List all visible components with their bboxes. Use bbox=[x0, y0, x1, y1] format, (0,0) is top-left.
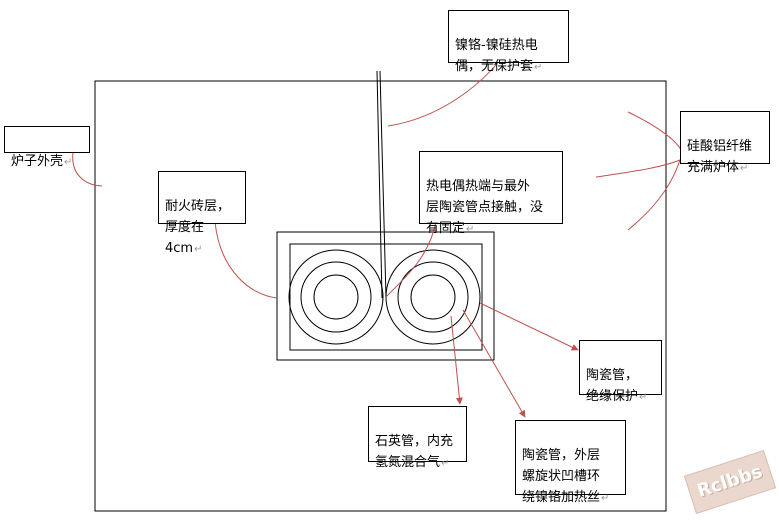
paragraph-mark: ↵ bbox=[534, 62, 543, 73]
label-quartz-tube-text: 石英管，内充 氢氮混合气 bbox=[375, 434, 454, 470]
paragraph-mark: ↵ bbox=[194, 244, 203, 255]
paragraph-mark: ↵ bbox=[466, 224, 475, 235]
paragraph-mark: ↵ bbox=[64, 157, 73, 168]
right-outer-ceramic-tube bbox=[385, 249, 481, 345]
thermocouple-wire-right bbox=[379, 70, 387, 299]
left-outer-ceramic-tube bbox=[288, 249, 384, 345]
inner-chamber-outline bbox=[289, 243, 483, 351]
label-furnace-shell: 炉子外壳↵ bbox=[4, 126, 90, 169]
paragraph-mark: ↵ bbox=[639, 392, 648, 403]
leader-hot-junction bbox=[385, 221, 437, 298]
label-furnace-shell-text: 炉子外壳 bbox=[11, 154, 64, 169]
leader-insulation-lower bbox=[627, 159, 681, 231]
paragraph-mark: ↵ bbox=[740, 163, 749, 174]
firebrick-layer-outline bbox=[276, 231, 495, 361]
thermocouple-wire-left bbox=[376, 70, 383, 299]
right-middle-ceramic-tube bbox=[397, 261, 469, 333]
label-ceramic-tube-heater-text: 陶瓷管，外层 螺旋状凹槽环 绕镍铬加热丝 bbox=[522, 448, 601, 505]
left-quartz-tube bbox=[313, 274, 359, 320]
arrow-quartz-tube bbox=[450, 315, 463, 405]
label-firebrick: 耐火砖层， 厚度在4cm↵ bbox=[158, 171, 246, 256]
label-ceramic-tube-insulation: 陶瓷管， 绝缘保护↵ bbox=[579, 340, 662, 404]
label-firebrick-text: 耐火砖层， 厚度在4cm bbox=[165, 199, 231, 256]
label-insulation-text: 硅酸铝纤维 充满炉体 bbox=[687, 139, 753, 175]
label-thermocouple-text: 镍铬-镍硅热电 偶，无保护套 bbox=[455, 38, 538, 74]
label-thermocouple: 镍铬-镍硅热电 偶，无保护套↵ bbox=[448, 10, 569, 74]
paragraph-mark: ↵ bbox=[441, 458, 450, 469]
leader-insulation-upper bbox=[627, 111, 683, 161]
leader-thermocouple bbox=[387, 59, 501, 127]
leader-insulation-left bbox=[595, 159, 681, 178]
label-insulation: 硅酸铝纤维 充满炉体↵ bbox=[680, 111, 770, 175]
label-hot-junction-text: 热电偶热端与最外 层陶瓷管点接触，没 有固定 bbox=[426, 179, 544, 236]
right-quartz-tube bbox=[410, 274, 456, 320]
leader-furnace-shell bbox=[72, 151, 103, 187]
arrow-ceramic-tube-insulation bbox=[479, 302, 579, 351]
paragraph-mark: ↵ bbox=[601, 493, 610, 504]
label-ceramic-tube-insulation-text: 陶瓷管， 绝缘保护 bbox=[586, 368, 639, 404]
left-middle-ceramic-tube bbox=[300, 261, 372, 333]
leader-firebrick bbox=[214, 221, 278, 299]
label-hot-junction: 热电偶热端与最外 层陶瓷管点接触，没 有固定↵ bbox=[419, 151, 563, 236]
label-quartz-tube: 石英管，内充 氢氮混合气↵ bbox=[368, 406, 467, 470]
label-ceramic-tube-heater: 陶瓷管，外层 螺旋状凹槽环 绕镍铬加热丝↵ bbox=[515, 420, 626, 505]
arrow-ceramic-tube-heater bbox=[462, 309, 526, 418]
